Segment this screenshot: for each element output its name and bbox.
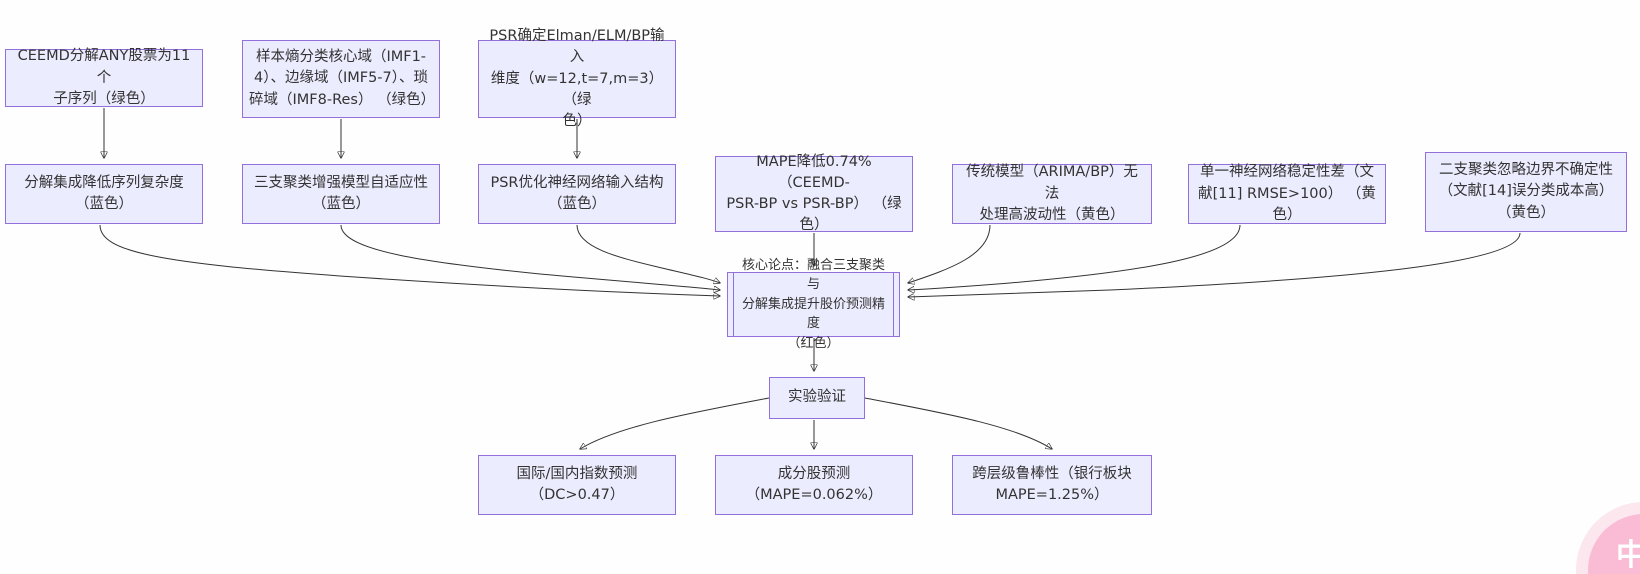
node-psr-benefit: PSR优化神经网络输入结构 （蓝色） — [478, 164, 676, 224]
edge-psrbenefit-to-core — [576, 224, 720, 283]
edge-twoway-to-core — [908, 232, 1521, 297]
edge-decomposition-to-core — [99, 224, 720, 296]
translate-button[interactable]: 中 A — [1588, 514, 1640, 574]
edge-threeway-to-core — [340, 224, 720, 290]
node-decomposition-benefit: 分解集成降低序列复杂度 （蓝色） — [5, 164, 203, 224]
node-stock-prediction: 成分股预测 （MAPE=0.062%） — [715, 455, 913, 515]
node-index-prediction: 国际/国内指数预测 （DC>0.47） — [478, 455, 676, 515]
edge-traditional-to-core — [908, 224, 991, 283]
node-mape-evidence: MAPE降低0.74%（CEEMD- PSR-BP vs PSR-BP） （绿 … — [715, 154, 913, 233]
node-single-nn-limit: 单一神经网络稳定性差（文 献[11] RMSE>100） （黄色） — [1188, 164, 1386, 224]
node-ceemd-decompose: CEEMD分解ANY股票为11个 子序列（绿色） — [5, 48, 203, 107]
node-traditional-limit: 传统模型（ARIMA/BP）无法 处理高波动性（黄色） — [952, 164, 1152, 224]
node-robustness: 跨层级鲁棒性（银行板块 MAPE=1.25%） — [952, 455, 1152, 515]
edge-experiment-to-index — [580, 397, 770, 449]
edge-experiment-to-robustness — [864, 397, 1052, 449]
node-core-thesis: 核心论点：融合三支聚类与 分解集成提升股价预测精度 （红色） — [727, 258, 900, 351]
node-experiment-validation: 实验验证 — [769, 377, 865, 419]
node-threeway-benefit: 三支聚类增强模型自适应性 （蓝色） — [242, 164, 440, 224]
node-psr-dimension: PSR确定Elman/ELM/BP输入 维度（w=12,t=7,m=3） （绿 … — [478, 28, 676, 129]
translate-zh-icon: 中 — [1616, 539, 1640, 572]
node-twoway-limit: 二支聚类忽略边界不确定性 （文献[14]误分类成本高） （黄色） — [1425, 152, 1627, 232]
edge-singlenn-to-core — [908, 224, 1241, 290]
node-sample-entropy: 样本熵分类核心域（IMF1- 4）、边缘域（IMF5-7）、琐 碎域（IMF8-… — [242, 40, 440, 118]
